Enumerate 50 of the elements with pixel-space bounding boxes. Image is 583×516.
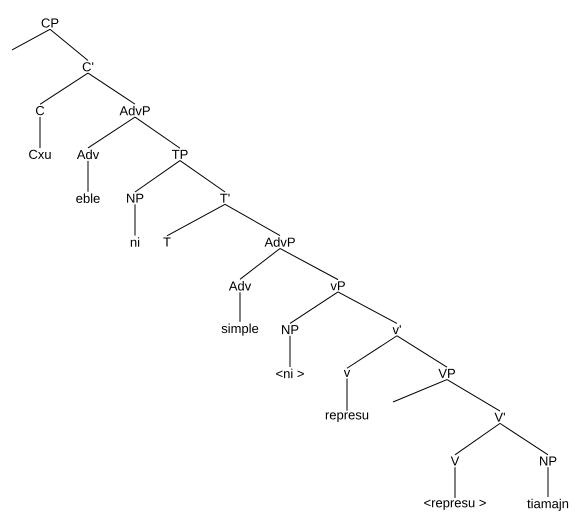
tree-label: CP <box>42 18 58 28</box>
branch-line <box>454 466 456 498</box>
branch-line <box>134 204 136 236</box>
branch-line <box>224 204 280 236</box>
branch-line <box>180 160 226 193</box>
tree-label: T <box>163 238 171 246</box>
branch-line <box>346 378 348 412</box>
tree-label: vP <box>330 281 345 290</box>
branch-line <box>290 291 338 324</box>
tree-label: TP <box>172 150 188 159</box>
branch-line <box>50 28 88 61</box>
tree-label: VP <box>438 368 455 378</box>
branch-line <box>280 248 338 280</box>
branch-line <box>392 379 448 402</box>
tree-label: v <box>344 370 350 377</box>
tree-label: Adv <box>228 281 252 291</box>
tree-label: ni <box>130 237 140 247</box>
tree-label: C' <box>82 62 94 72</box>
tree-label: AdvP <box>120 106 150 116</box>
tree-label: v' <box>392 325 401 334</box>
tree-label: NP <box>540 456 556 466</box>
tree-label: represu <box>326 412 368 422</box>
tree-label: tiamajn <box>527 498 568 511</box>
branch-line <box>40 72 88 105</box>
tree-label: T' <box>220 194 230 203</box>
tree-label: C <box>36 106 44 116</box>
tree-label: Adv <box>76 150 100 160</box>
tree-label: NP <box>127 194 144 203</box>
tree-label: NP <box>282 325 298 334</box>
branch-line <box>338 291 398 324</box>
tree-label: AdvP <box>264 237 295 247</box>
tree-label: simple <box>222 324 258 336</box>
tree-label: V <box>450 456 460 466</box>
branch-line <box>346 335 398 369</box>
branch-line <box>134 116 180 149</box>
branch-line <box>500 422 548 456</box>
branch-line <box>166 204 226 236</box>
branch-line <box>454 422 500 456</box>
branch-line <box>240 248 280 280</box>
tree-label: <ni > <box>276 368 304 378</box>
tree-label: <represu > <box>424 500 486 510</box>
branch-line <box>396 335 448 368</box>
branch-line <box>88 72 136 105</box>
branch-line <box>88 116 136 148</box>
branch-line <box>446 379 500 412</box>
branch-line <box>12 28 50 50</box>
tree-label: Cxu <box>29 150 51 159</box>
branch-line <box>134 160 180 193</box>
tree-label: V' <box>494 412 505 422</box>
tree-label: eble <box>76 193 100 203</box>
